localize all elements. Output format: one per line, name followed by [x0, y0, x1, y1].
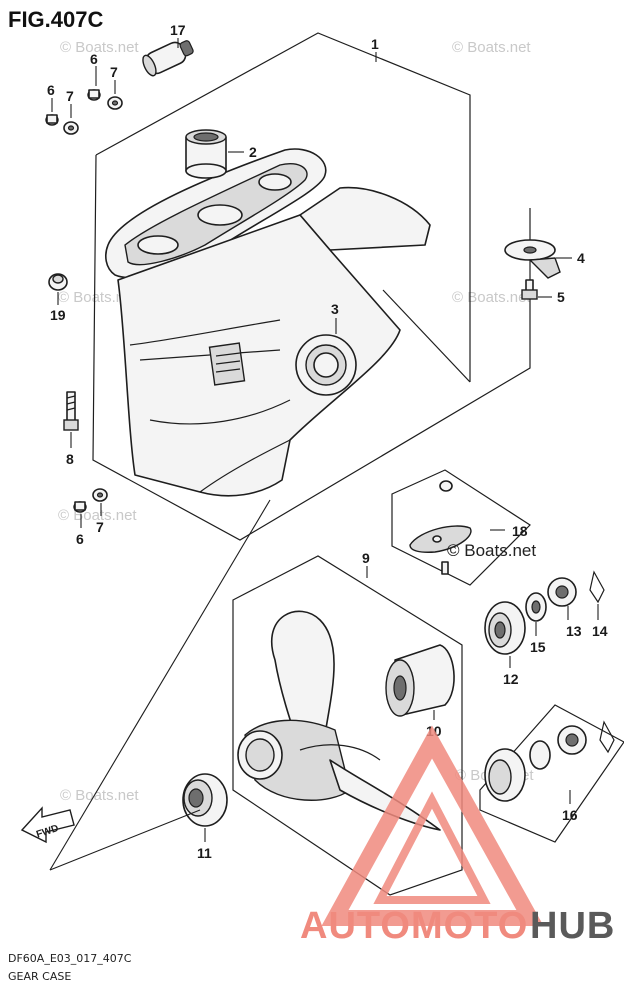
- part-6-bolt: [87, 89, 101, 101]
- callout-19: 19: [50, 307, 66, 323]
- gear-case-body: [105, 148, 431, 497]
- watermark: © Boats.net: [58, 289, 137, 306]
- part-13-castle-nut: [547, 577, 577, 607]
- callout-6: 6: [47, 82, 55, 98]
- callout-labels: 1 17 2 6 7 6 7 4 5 19 3 8 6 7 18 9 13 14…: [47, 22, 608, 861]
- watermark-dark: © Boats.net: [447, 541, 536, 560]
- callout-3: 3: [331, 301, 339, 317]
- callout-7: 7: [66, 88, 74, 104]
- callout-5: 5: [557, 289, 565, 305]
- leader-line: [49, 499, 271, 871]
- brand-logo: AUTOMOTO HUB: [300, 725, 615, 947]
- figure-name: GEAR CASE: [8, 970, 71, 983]
- gear-case-frame: [92, 154, 531, 541]
- part-14-cotter-pin: [589, 570, 605, 604]
- callout-16: 16: [562, 807, 578, 823]
- frame-edge: [382, 289, 471, 383]
- callout-4: 4: [577, 250, 585, 266]
- part-8-stud-bolt: [63, 391, 79, 431]
- watermark: © Boats.net: [452, 289, 531, 306]
- part-5-bolt: [521, 279, 538, 300]
- callout-17: 17: [170, 22, 186, 38]
- callout-14: 14: [592, 623, 608, 639]
- callout-12: 12: [503, 671, 519, 687]
- brand-name-part1: AUTOMOTO: [300, 905, 528, 947]
- leader-lines: [51, 38, 599, 842]
- figure-title: FIG.407C: [8, 7, 103, 32]
- part-7-washer: [107, 96, 123, 110]
- part-15-washer: [525, 592, 547, 622]
- forward-arrow-icon: FWD: [20, 806, 75, 844]
- part-9-propeller: [237, 610, 441, 831]
- part-19-grommet: [48, 273, 68, 291]
- callout-1: 1: [371, 36, 379, 52]
- callout-6: 6: [90, 51, 98, 67]
- part-16-frame: [479, 704, 624, 843]
- part-7-washer: [63, 121, 79, 135]
- part-9-frame: [232, 555, 463, 896]
- figure-code: DF60A_E03_017_407C: [8, 952, 132, 965]
- callout-7: 7: [110, 64, 118, 80]
- callout-11: 11: [197, 845, 212, 861]
- part-16-kit: [484, 720, 615, 802]
- callout-7: 7: [96, 519, 104, 535]
- watermark: © Boats.net: [60, 787, 139, 804]
- part-7-washer: [92, 488, 108, 502]
- part-18-nut-kit: [409, 480, 472, 575]
- brand-name-part2: HUB: [530, 905, 615, 947]
- watermark: © Boats.net: [60, 39, 139, 56]
- callout-6: 6: [76, 531, 84, 547]
- gear-case-frame: [95, 32, 471, 382]
- callout-2: 2: [249, 144, 257, 160]
- part-12-spacer: [484, 601, 526, 655]
- callout-8: 8: [66, 451, 74, 467]
- part-10-bushing: [385, 644, 455, 717]
- callout-15: 15: [530, 639, 546, 655]
- callout-9: 9: [362, 550, 370, 566]
- part-17-plug: [142, 40, 194, 77]
- part-2-bushing: [185, 129, 227, 179]
- leader-line: [49, 809, 201, 871]
- watermark: © Boats.net: [452, 39, 531, 56]
- callout-18: 18: [512, 523, 528, 539]
- part-4-trim-tab: [504, 239, 561, 279]
- part-11-thrust-holder: [182, 773, 228, 827]
- part-3-seal: [295, 334, 357, 396]
- callout-13: 13: [566, 623, 582, 639]
- part-6-bolt: [45, 114, 59, 126]
- part-6-bolt: [73, 501, 87, 513]
- part-18-frame: [391, 469, 531, 586]
